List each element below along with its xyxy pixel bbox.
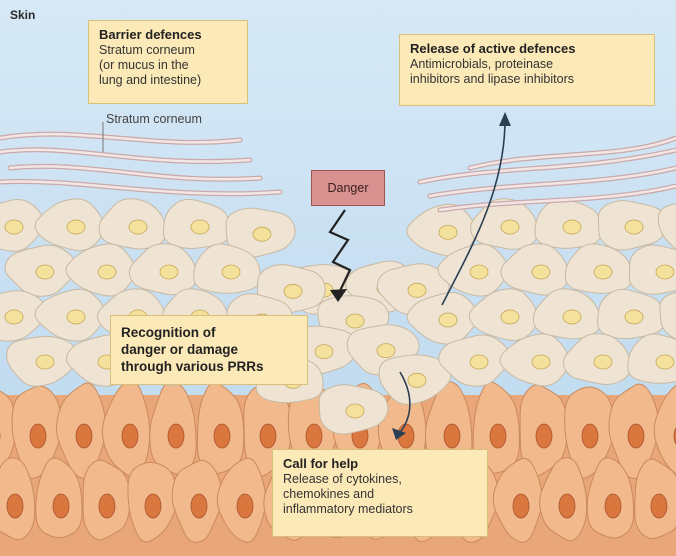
keratinocyte-nucleus xyxy=(500,219,520,235)
keratinocyte-nucleus xyxy=(407,372,427,388)
active-defences-title: Release of active defences xyxy=(410,41,576,56)
basal-nucleus xyxy=(627,423,645,449)
corneum-strand-highlight xyxy=(468,136,676,170)
basal-nucleus xyxy=(213,423,231,449)
recognition-title: Recognition of danger or damage through … xyxy=(121,325,264,374)
keratinocyte-nucleus xyxy=(345,313,365,329)
basal-nucleus xyxy=(305,423,323,449)
call-for-help-title: Call for help xyxy=(283,456,359,471)
keratinocyte-cell xyxy=(628,244,676,295)
keratinocyte-nucleus xyxy=(314,344,334,360)
active-defences-callout: Release of active defences Antimicrobial… xyxy=(399,34,655,106)
keratinocyte-nucleus xyxy=(376,343,396,359)
arrow-up-head xyxy=(499,112,511,126)
keratinocyte-nucleus xyxy=(4,309,24,325)
arrow-up-curved-icon xyxy=(441,119,506,306)
barrier-defences-title: Barrier defences xyxy=(99,27,202,42)
keratinocyte-nucleus xyxy=(35,264,55,280)
basal-nucleus xyxy=(167,423,185,449)
basal-nucleus xyxy=(259,423,277,449)
corneum-strand-highlight xyxy=(0,148,252,163)
keratinocyte-nucleus xyxy=(438,312,458,328)
basal-nucleus xyxy=(6,493,24,519)
basal-nucleus xyxy=(190,493,208,519)
keratinocyte-nucleus xyxy=(655,354,675,370)
keratinocyte-nucleus xyxy=(655,264,675,280)
corneum-strand-highlight xyxy=(0,132,242,144)
stratum-corneum-strands xyxy=(0,122,676,213)
keratinocyte-nucleus xyxy=(252,226,272,242)
basal-cell xyxy=(0,390,17,469)
keratinocyte-nucleus xyxy=(500,309,520,325)
basal-nucleus xyxy=(236,493,254,519)
keratinocyte-nucleus xyxy=(4,219,24,235)
danger-label-box: Danger xyxy=(311,170,385,206)
basal-nucleus xyxy=(121,423,139,449)
keratinocyte-nucleus xyxy=(128,219,148,235)
arrow-down-curved-icon xyxy=(397,371,411,436)
basal-nucleus xyxy=(98,493,116,519)
basal-nucleus xyxy=(535,423,553,449)
keratinocyte-nucleus xyxy=(562,219,582,235)
keratinocyte-nucleus xyxy=(35,354,55,370)
keratinocyte-nucleus xyxy=(345,403,365,419)
keratinocyte-nucleus xyxy=(531,354,551,370)
panel-title: Skin xyxy=(10,8,36,22)
basal-nucleus xyxy=(29,423,47,449)
basal-nucleus xyxy=(75,423,93,449)
keratinocyte-nucleus xyxy=(221,264,241,280)
corneum-strand-highlight xyxy=(0,180,282,195)
corneum-strand-highlight xyxy=(8,165,262,181)
keratinocyte-nucleus xyxy=(593,264,613,280)
corneum-strand-highlight xyxy=(428,166,676,198)
arrows-group xyxy=(328,112,511,440)
arrow-down-head xyxy=(392,428,406,440)
keratinocyte-nucleus xyxy=(531,264,551,280)
keratinocyte-nucleus xyxy=(562,309,582,325)
keratinocyte-nucleus xyxy=(283,283,303,299)
corneum-strand-highlight xyxy=(418,148,676,184)
basal-nucleus xyxy=(512,493,530,519)
recognition-callout: Recognition of danger or damage through … xyxy=(110,315,308,385)
basal-cell xyxy=(653,385,676,475)
corneum-strand-highlight xyxy=(438,184,676,212)
keratinocyte-nucleus xyxy=(159,264,179,280)
basal-nucleus xyxy=(650,493,668,519)
stratum-corneum-label: Stratum corneum xyxy=(106,112,202,126)
basal-nucleus xyxy=(443,423,461,449)
keratinocyte-nucleus xyxy=(407,282,427,298)
keratinocyte-nucleus xyxy=(190,219,210,235)
keratinocyte-nucleus xyxy=(97,264,117,280)
lightning-bolt-head xyxy=(330,289,347,302)
basal-nucleus xyxy=(489,423,507,449)
basal-nucleus xyxy=(581,423,599,449)
keratinocyte-nucleus xyxy=(469,264,489,280)
keratinocyte-nucleus xyxy=(438,224,458,240)
active-defences-description: Antimicrobials, proteinase inhibitors an… xyxy=(410,57,574,86)
basal-nucleus xyxy=(144,493,162,519)
keratinocyte-nucleus xyxy=(469,354,489,370)
keratinocyte-layer xyxy=(0,198,676,435)
keratinocyte-cell xyxy=(657,203,676,250)
keratinocyte-cell xyxy=(627,333,676,384)
barrier-defences-callout: Barrier defences Stratum corneum (or muc… xyxy=(88,20,248,104)
keratinocyte-nucleus xyxy=(624,219,644,235)
basal-nucleus xyxy=(604,493,622,519)
keratinocyte-nucleus xyxy=(624,309,644,325)
call-for-help-callout: Call for help Release of cytokines, chem… xyxy=(272,449,488,537)
keratinocyte-nucleus xyxy=(66,219,86,235)
call-for-help-description: Release of cytokines, chemokines and inf… xyxy=(283,472,413,516)
barrier-defences-description: Stratum corneum (or mucus in the lung an… xyxy=(99,43,202,87)
keratinocyte-cell xyxy=(659,291,676,340)
basal-nucleus xyxy=(52,493,70,519)
keratinocyte-cell xyxy=(0,290,48,342)
keratinocyte-nucleus xyxy=(593,354,613,370)
keratinocyte-nucleus xyxy=(66,309,86,325)
basal-nucleus xyxy=(558,493,576,519)
lightning-bolt-icon xyxy=(328,209,352,296)
